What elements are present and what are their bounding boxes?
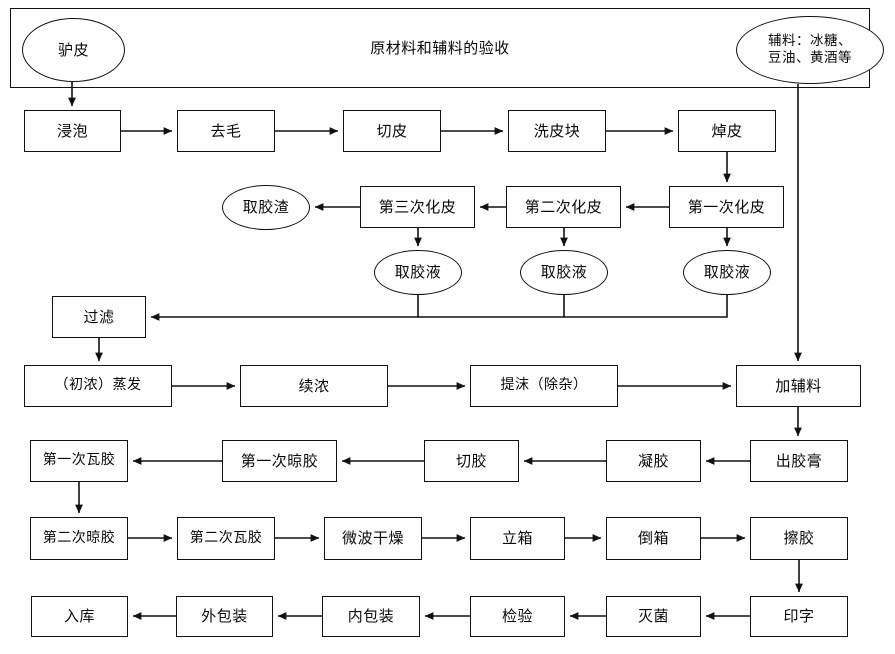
node-label-microwave: 微波干燥 [341, 529, 404, 548]
node-standbox[interactable]: 立箱 [470, 517, 565, 560]
node-label-dry1: 第一次晾胶 [240, 451, 319, 470]
node-donkeyhide[interactable]: 驴皮 [22, 18, 125, 82]
node-label-washhide: 洗皮块 [533, 121, 581, 140]
node-microwave[interactable]: 微波干燥 [324, 517, 422, 560]
node-concentrate[interactable]: 续浓 [240, 365, 388, 407]
node-label-tile2: 第二次瓦胶 [189, 529, 263, 546]
node-label-blanch: 焯皮 [711, 121, 743, 140]
node-warehouse[interactable]: 入库 [31, 596, 128, 637]
node-label-liquid1: 取胶液 [703, 263, 751, 282]
node-label-addexcip: 加辅料 [775, 376, 822, 395]
node-label-outpaste: 出胶膏 [775, 451, 823, 470]
node-label-sterilize: 灭菌 [637, 607, 669, 626]
node-washhide[interactable]: 洗皮块 [508, 110, 606, 152]
node-label-liquid2: 取胶液 [540, 263, 588, 282]
node-label-soak: 浸泡 [56, 121, 88, 140]
node-label-cuthide: 切皮 [376, 121, 408, 140]
node-soak[interactable]: 浸泡 [24, 110, 121, 152]
node-label-melt2: 第二次化皮 [524, 197, 603, 216]
node-label-innerpack: 内包装 [347, 607, 395, 626]
node-dehair[interactable]: 去毛 [177, 110, 275, 152]
node-melt3[interactable]: 第三次化皮 [360, 186, 475, 228]
node-melt2[interactable]: 第二次化皮 [506, 186, 621, 228]
node-print[interactable]: 印字 [750, 596, 848, 637]
node-liquid2[interactable]: 取胶液 [520, 250, 608, 295]
node-label-liquid3: 取胶液 [394, 263, 442, 282]
node-liquid3[interactable]: 取胶液 [374, 250, 462, 295]
node-label-donkeyhide: 驴皮 [57, 40, 89, 59]
node-label-header: 原材料和辅料的验收 [370, 38, 510, 57]
node-label-residue: 取胶渣 [242, 198, 290, 217]
node-label-filter: 过滤 [83, 307, 115, 326]
node-label-inspect: 检验 [501, 607, 533, 626]
node-label-melt1: 第一次化皮 [687, 197, 766, 216]
node-label-print: 印字 [783, 607, 815, 626]
node-inspect[interactable]: 检验 [470, 596, 565, 637]
node-label-outerpack: 外包装 [201, 607, 248, 626]
node-cutgel[interactable]: 切胶 [424, 440, 519, 482]
node-label-gel: 凝胶 [637, 451, 669, 470]
node-cuthide[interactable]: 切皮 [343, 110, 441, 152]
node-label-skim: 提沫（除杂） [500, 377, 588, 394]
edge-liquids-to-filter [150, 295, 728, 321]
node-label-tile1: 第一次瓦胶 [42, 452, 116, 469]
node-tile2[interactable]: 第二次瓦胶 [177, 517, 275, 560]
node-label-concentrate: 续浓 [298, 376, 330, 395]
node-blanch[interactable]: 焯皮 [678, 110, 776, 152]
node-outerpack[interactable]: 外包装 [176, 596, 273, 637]
node-filter[interactable]: 过滤 [52, 296, 146, 338]
node-evaporate[interactable]: （初浓）蒸发 [24, 365, 172, 407]
node-excipients[interactable]: 辅料：冰糖、 豆油、黄酒等 [736, 16, 884, 84]
node-tile1[interactable]: 第一次瓦胶 [30, 440, 128, 482]
node-label-wipe: 擦胶 [783, 529, 815, 548]
node-sterilize[interactable]: 灭菌 [606, 596, 701, 637]
node-residue[interactable]: 取胶渣 [222, 185, 310, 230]
node-innerpack[interactable]: 内包装 [322, 596, 420, 637]
node-label-turnbox: 倒箱 [637, 529, 669, 548]
node-liquid1[interactable]: 取胶液 [683, 250, 771, 295]
node-skim[interactable]: 提沫（除杂） [470, 365, 618, 407]
node-dry1[interactable]: 第一次晾胶 [222, 440, 337, 482]
node-melt1[interactable]: 第一次化皮 [669, 186, 784, 228]
node-turnbox[interactable]: 倒箱 [606, 517, 701, 560]
node-label-dry2: 第二次晾胶 [42, 529, 116, 546]
node-outpaste[interactable]: 出胶膏 [750, 440, 848, 482]
node-dry2[interactable]: 第二次晾胶 [30, 517, 128, 560]
node-label-standbox: 立箱 [501, 529, 533, 548]
node-label-dehair: 去毛 [210, 121, 242, 140]
node-label-evaporate: （初浓）蒸发 [54, 377, 142, 394]
node-label-warehouse: 入库 [63, 607, 95, 626]
node-wipe[interactable]: 擦胶 [750, 517, 848, 560]
node-label-cutgel: 切胶 [455, 451, 487, 470]
node-label-excipients: 辅料：冰糖、 豆油、黄酒等 [768, 33, 852, 66]
node-gel[interactable]: 凝胶 [606, 440, 701, 482]
node-label-melt3: 第三次化皮 [378, 197, 457, 216]
node-addexcip[interactable]: 加辅料 [736, 365, 861, 407]
